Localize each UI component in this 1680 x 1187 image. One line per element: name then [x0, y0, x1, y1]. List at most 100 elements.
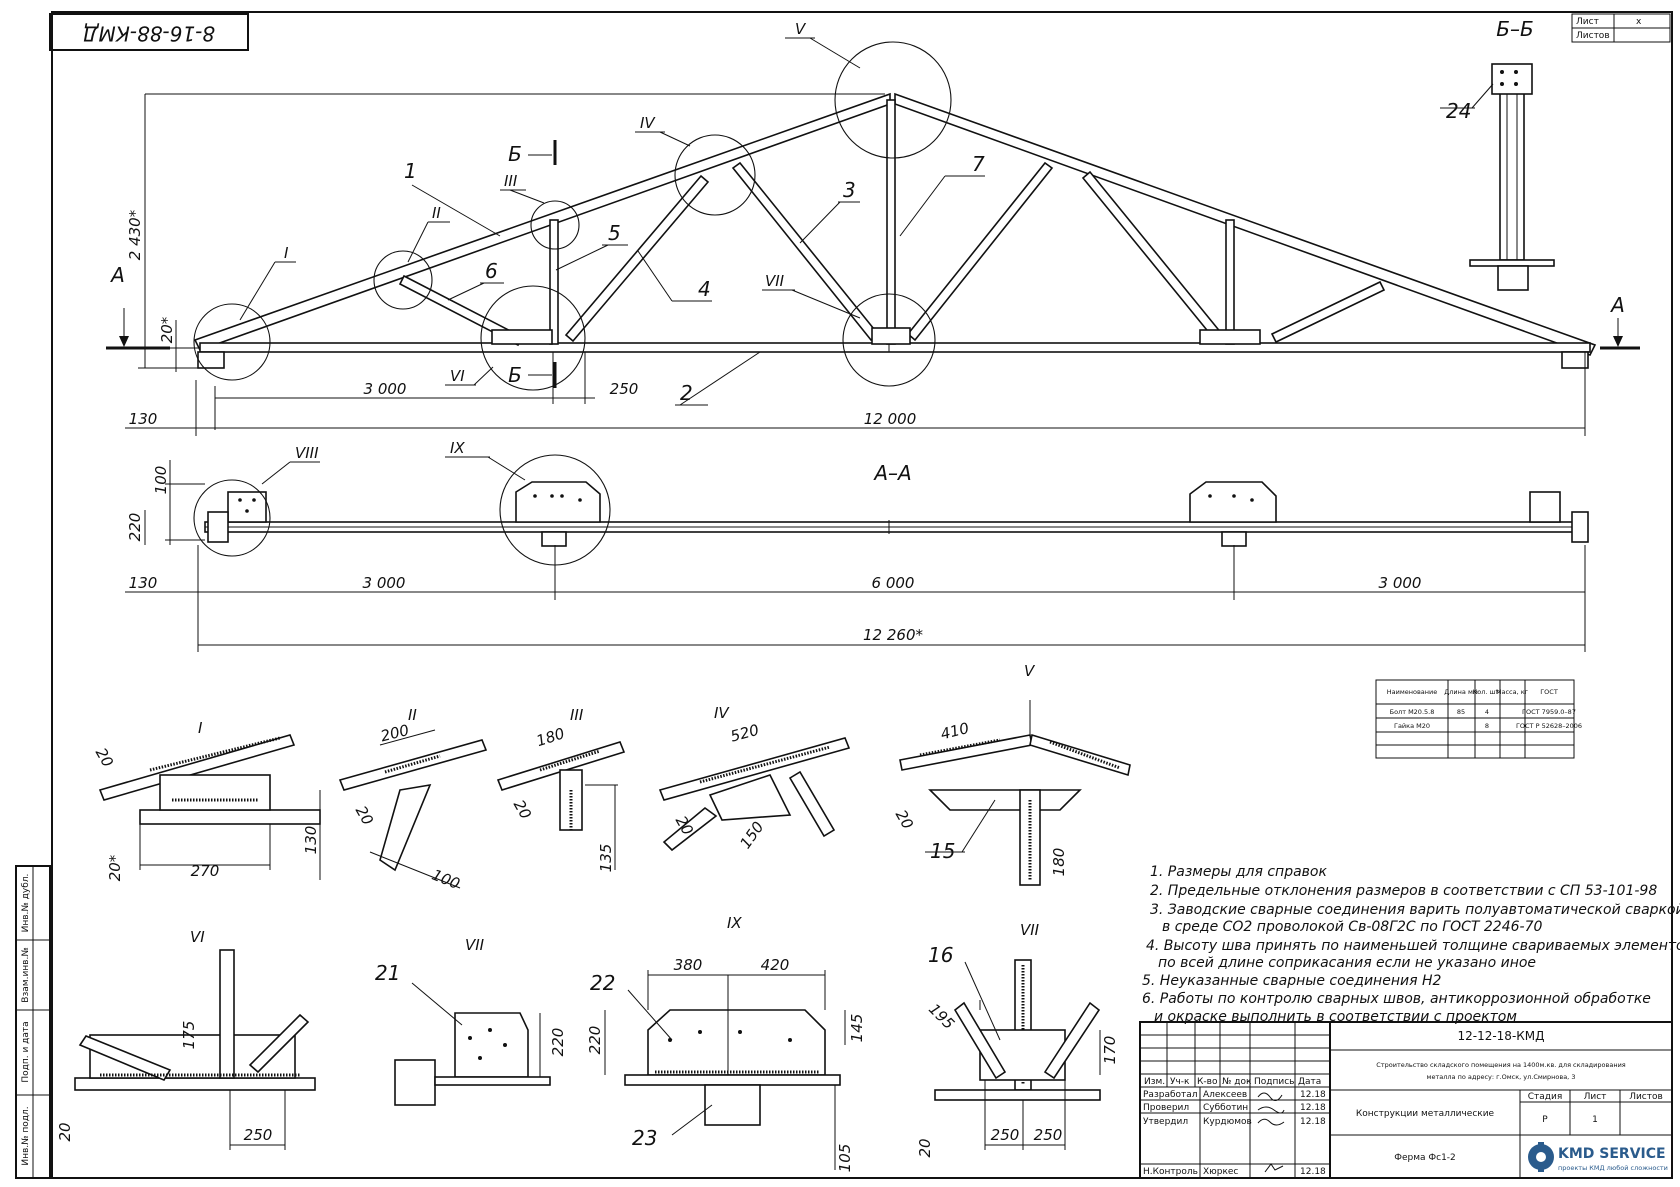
detail-vi-dim-c: 250: [244, 1126, 273, 1144]
part-1: 1: [404, 159, 417, 183]
detail-vi-dim-b: 20: [56, 1122, 74, 1141]
detail-vii-16-dim-c: 20: [916, 1138, 934, 1157]
signatures: [1257, 1092, 1285, 1173]
sheet-corner: Лист x Листов: [1571, 13, 1671, 43]
tb-h-izm: Изм.: [1144, 1077, 1165, 1087]
detail-ii-dim-b: 20: [352, 803, 377, 829]
note-3b: в среде СО2 проволокой Св-08Г2С по ГОСТ …: [1162, 919, 1542, 935]
detail-i-title: I: [198, 719, 203, 737]
plan-w220-dim: 220: [126, 513, 144, 542]
tb-sheet: 1: [1592, 1115, 1598, 1125]
doc-code-box: 8-16-88-КМД: [49, 13, 249, 51]
vertical-left: [549, 219, 559, 345]
spec-r1-gost: ГОСТ 7959.0–87: [1522, 708, 1576, 716]
detail-ii-title: II: [408, 706, 417, 724]
detail-ix-title: IX: [727, 914, 742, 932]
part-22: 22: [590, 971, 615, 995]
sheet-corner-list-label: Лист: [1576, 17, 1599, 27]
tb-h-uch: Уч-к: [1170, 1077, 1190, 1087]
sheet-corner-list-value: x: [1636, 17, 1642, 27]
truss-offset-dim: 250: [610, 380, 639, 398]
detail-ii-dim-c: 100: [429, 866, 462, 893]
tb-project-1: Строительство складского помещения на 14…: [1376, 1061, 1625, 1069]
tb-h-kvo: К-во: [1197, 1077, 1218, 1087]
detail-iv: IV 520 20 150: [658, 704, 851, 852]
detail-vii-21-title: VII: [465, 936, 485, 954]
tb-drawing-title: Ферма Фс1-2: [1394, 1153, 1456, 1163]
tb-company-tagline: проекты КМД любой сложности: [1558, 1164, 1668, 1172]
tb-h-podpis: Подпись: [1254, 1077, 1294, 1087]
doc-code-top: 8-16-88-КМД: [83, 22, 215, 46]
truss-elevation: 2 430* 20* 3 000 250 130 12 000 А А Б Б …: [106, 20, 1640, 436]
tb-name-3: Курдюмов: [1203, 1117, 1252, 1127]
note-6: 6. Работы по контролю сварных швов, анти…: [1142, 991, 1651, 1007]
detail-v-dim-c: 180: [1050, 848, 1068, 877]
detail-ii-dim-a: 200: [379, 721, 411, 745]
detail-iv-dim-a: 520: [729, 721, 761, 746]
node-label-ii: II: [432, 204, 441, 222]
detail-i: I 270 130 20 20*: [92, 719, 321, 881]
stamp-inv-podl: Инв.№ подл.: [21, 1106, 31, 1165]
detail-iii-dim-b: 20: [510, 797, 535, 823]
tb-date-1: 12.18: [1300, 1090, 1326, 1100]
detail-vii-16: VII 250 250 195 170 20 16: [916, 921, 1119, 1158]
tb-h-data: Дата: [1298, 1077, 1321, 1087]
diagonal-right-1: [906, 161, 1054, 342]
tb-sheet-label: Лист: [1584, 1092, 1607, 1102]
detail-i-dim-a: 20: [92, 745, 117, 771]
detail-v-dim-b: 20: [892, 807, 917, 833]
center-post: [886, 99, 896, 345]
detail-vi-title: VI: [190, 928, 205, 946]
detail-v-dim-a: 410: [939, 719, 971, 743]
side-stamp: Инв.№ подл. Подп. и дата Взам.инв.№ Инв.…: [15, 865, 51, 1179]
truss-span-dim: 12 000: [864, 410, 917, 428]
notes: 1. Размеры для справок 2. Предельные отк…: [1142, 864, 1680, 1025]
spec-h-qty: Кол. шт.: [1473, 688, 1502, 696]
detail-iii: III 180 20 135: [496, 706, 626, 872]
diagonal-3: [731, 161, 880, 342]
spec-r2-name: Гайка М20: [1394, 722, 1430, 730]
node-label-iv: IV: [640, 114, 656, 132]
detail-iv-title: IV: [714, 704, 730, 722]
spec-table: Наименование Длина мм Кол. шт. Масса, кг…: [1375, 679, 1582, 759]
note-3: 3. Заводские сварные соединения варить п…: [1150, 902, 1680, 918]
note-1: 1. Размеры для справок: [1150, 864, 1327, 880]
detail-iii-dim-a: 180: [534, 724, 567, 750]
spec-h-name: Наименование: [1387, 688, 1438, 696]
detail-ii: II 200 20 100: [338, 706, 488, 893]
detail-vii-16-dim-b: 170: [1101, 1036, 1119, 1065]
plan-total-dim: 12 260*: [863, 626, 923, 644]
spec-r1-qty: 4: [1485, 708, 1489, 716]
section-bb: Б–Б 24: [1440, 17, 1555, 291]
plan-seg3-dim: 3 000: [1379, 574, 1422, 592]
cut-b-bottom: Б: [508, 363, 522, 387]
diagonal-4: [564, 174, 710, 343]
cut-a-left: А: [109, 263, 125, 287]
node-label-iii: III: [504, 172, 518, 190]
tb-name-1: Алексеев: [1203, 1090, 1247, 1100]
stamp-podp-data: Подп. и дата: [21, 1021, 31, 1082]
part-23: 23: [632, 1126, 657, 1150]
truss-left-panel-dim: 3 000: [364, 380, 407, 398]
section-aa-title: А–А: [872, 461, 911, 485]
plan-overhang-dim: 130: [129, 574, 158, 592]
detail-i-dim-d: 130: [302, 826, 320, 855]
spec-r1-name: Болт М20.5.8: [1390, 708, 1435, 716]
stamp-inv-dubl: Инв.№ дубл.: [21, 874, 31, 933]
tb-company: KMD SERVICE: [1558, 1146, 1666, 1162]
tb-stage-label: Стадия: [1528, 1092, 1563, 1102]
part-16: 16: [928, 943, 953, 967]
detail-i-dim-c: 270: [191, 862, 220, 880]
cut-b-top: Б: [508, 142, 522, 166]
stamp-vzam: Взам.инв.№: [21, 947, 31, 1002]
detail-iv-dim-c: 150: [736, 818, 767, 852]
detail-iii-title: III: [570, 706, 584, 724]
detail-ix-dim-d: 145: [848, 1014, 866, 1043]
tb-section-title: Конструкции металлические: [1356, 1109, 1495, 1119]
note-5: 5. Неуказанные сварные соединения Н2: [1142, 973, 1441, 989]
node-label-vi: VI: [450, 367, 465, 385]
detail-i-dim-b: 20*: [106, 854, 124, 881]
tb-date-3: 12.18: [1300, 1117, 1326, 1127]
spec-h-mass: Масса, кг: [1496, 688, 1529, 696]
